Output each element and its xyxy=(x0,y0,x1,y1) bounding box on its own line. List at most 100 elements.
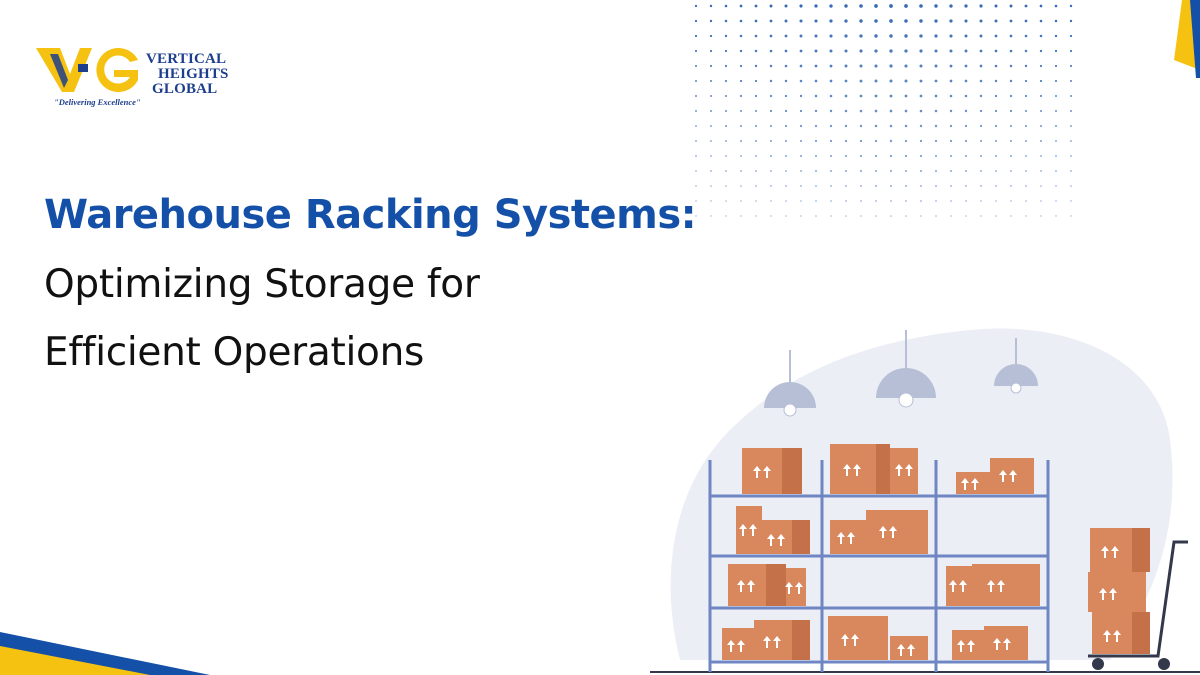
pattern-dot xyxy=(800,170,802,172)
pattern-dot xyxy=(980,185,982,187)
pattern-dot xyxy=(1069,34,1073,38)
pattern-dot xyxy=(770,215,772,217)
pattern-dot xyxy=(1009,124,1013,128)
pattern-dot xyxy=(964,4,968,8)
pattern-dot xyxy=(980,155,982,157)
pattern-dot xyxy=(829,154,833,158)
pattern-dot xyxy=(799,79,803,83)
pattern-dot xyxy=(1055,125,1057,127)
pattern-dot xyxy=(1010,215,1012,217)
pattern-dot xyxy=(889,94,893,98)
pattern-dot xyxy=(740,155,742,157)
pattern-dot xyxy=(875,200,877,202)
pattern-dot xyxy=(844,109,848,113)
pattern-dot xyxy=(980,215,982,217)
pattern-dot xyxy=(995,185,997,187)
pattern-dot xyxy=(1009,34,1013,38)
pattern-dot xyxy=(1055,215,1057,217)
pattern-dot xyxy=(950,215,952,217)
pattern-dot xyxy=(904,64,908,68)
pattern-dot xyxy=(695,140,697,142)
pattern-dot xyxy=(814,49,818,53)
pattern-dot xyxy=(815,185,817,187)
pattern-dot xyxy=(754,49,758,53)
pattern-dot xyxy=(1070,170,1072,172)
pattern-dot xyxy=(1024,79,1028,83)
pattern-dot xyxy=(934,139,938,143)
pattern-dot xyxy=(949,49,953,53)
pattern-dot xyxy=(920,200,922,202)
pattern-dot xyxy=(815,215,817,217)
pattern-dot xyxy=(829,94,833,98)
pattern-dot xyxy=(889,4,893,8)
pattern-dot xyxy=(905,215,907,217)
pattern-dot xyxy=(1054,4,1058,8)
pattern-dot xyxy=(799,64,803,68)
pattern-dot xyxy=(1055,155,1057,157)
pattern-dot xyxy=(859,19,863,23)
logo-word-global: GLOBAL xyxy=(152,81,218,97)
pattern-dot xyxy=(859,109,863,113)
pattern-dot xyxy=(994,19,998,23)
pattern-dot xyxy=(874,109,878,113)
pattern-dot xyxy=(965,185,967,187)
pattern-dot xyxy=(1070,140,1072,142)
pattern-dot xyxy=(814,124,818,128)
pattern-dot xyxy=(740,170,742,172)
pattern-dot xyxy=(904,19,908,23)
pattern-dot xyxy=(919,139,923,143)
corner-accent-bottom-left xyxy=(0,632,210,675)
pattern-dot xyxy=(1010,185,1012,187)
pattern-dot xyxy=(755,155,757,157)
pattern-dot xyxy=(934,154,938,158)
pattern-dot xyxy=(859,139,863,143)
pattern-dot xyxy=(844,4,848,8)
pattern-dot xyxy=(874,94,878,98)
pattern-dot xyxy=(709,4,713,8)
pattern-dot xyxy=(1040,170,1042,172)
pattern-dot xyxy=(904,109,908,113)
pattern-dot xyxy=(800,200,802,202)
pattern-dot xyxy=(934,49,938,53)
pattern-dot xyxy=(904,79,908,83)
pattern-dot xyxy=(739,79,743,83)
pattern-dot xyxy=(1070,215,1072,217)
pattern-dot xyxy=(919,79,923,83)
pattern-dot xyxy=(1054,64,1058,68)
pattern-dot xyxy=(875,185,877,187)
pattern-dot xyxy=(1054,79,1058,83)
pattern-dot xyxy=(889,124,893,128)
pattern-dot xyxy=(1040,125,1042,127)
pattern-dot xyxy=(995,155,997,157)
pattern-dot xyxy=(709,79,713,83)
pattern-dot xyxy=(1009,49,1013,53)
pattern-dot xyxy=(710,125,712,127)
pattern-dot xyxy=(905,200,907,202)
pattern-dot xyxy=(754,124,758,128)
pattern-dot xyxy=(815,200,817,202)
pattern-dot xyxy=(904,139,908,143)
pattern-dot xyxy=(949,124,953,128)
logo-word-heights: HEIGHTS xyxy=(158,66,229,82)
pattern-dot xyxy=(784,109,788,113)
pattern-dot xyxy=(920,185,922,187)
pattern-dot xyxy=(964,94,968,98)
pattern-dot xyxy=(695,200,697,202)
pattern-dot xyxy=(859,94,863,98)
pattern-dot xyxy=(934,94,938,98)
pattern-dot xyxy=(1010,200,1012,202)
pattern-dot xyxy=(1055,140,1057,142)
pattern-dot xyxy=(889,169,893,173)
pattern-dot xyxy=(814,109,818,113)
hand-trolley-icon xyxy=(1088,528,1188,670)
pattern-dot xyxy=(1069,94,1073,98)
pattern-dot xyxy=(695,215,697,217)
pattern-dot xyxy=(1039,4,1043,8)
pattern-dot xyxy=(725,155,727,157)
pattern-dot xyxy=(799,109,803,113)
pattern-dot xyxy=(1009,4,1013,8)
pattern-dot xyxy=(829,79,833,83)
pattern-dot xyxy=(800,215,802,217)
pattern-dot xyxy=(709,19,713,23)
pattern-dot xyxy=(859,34,863,38)
